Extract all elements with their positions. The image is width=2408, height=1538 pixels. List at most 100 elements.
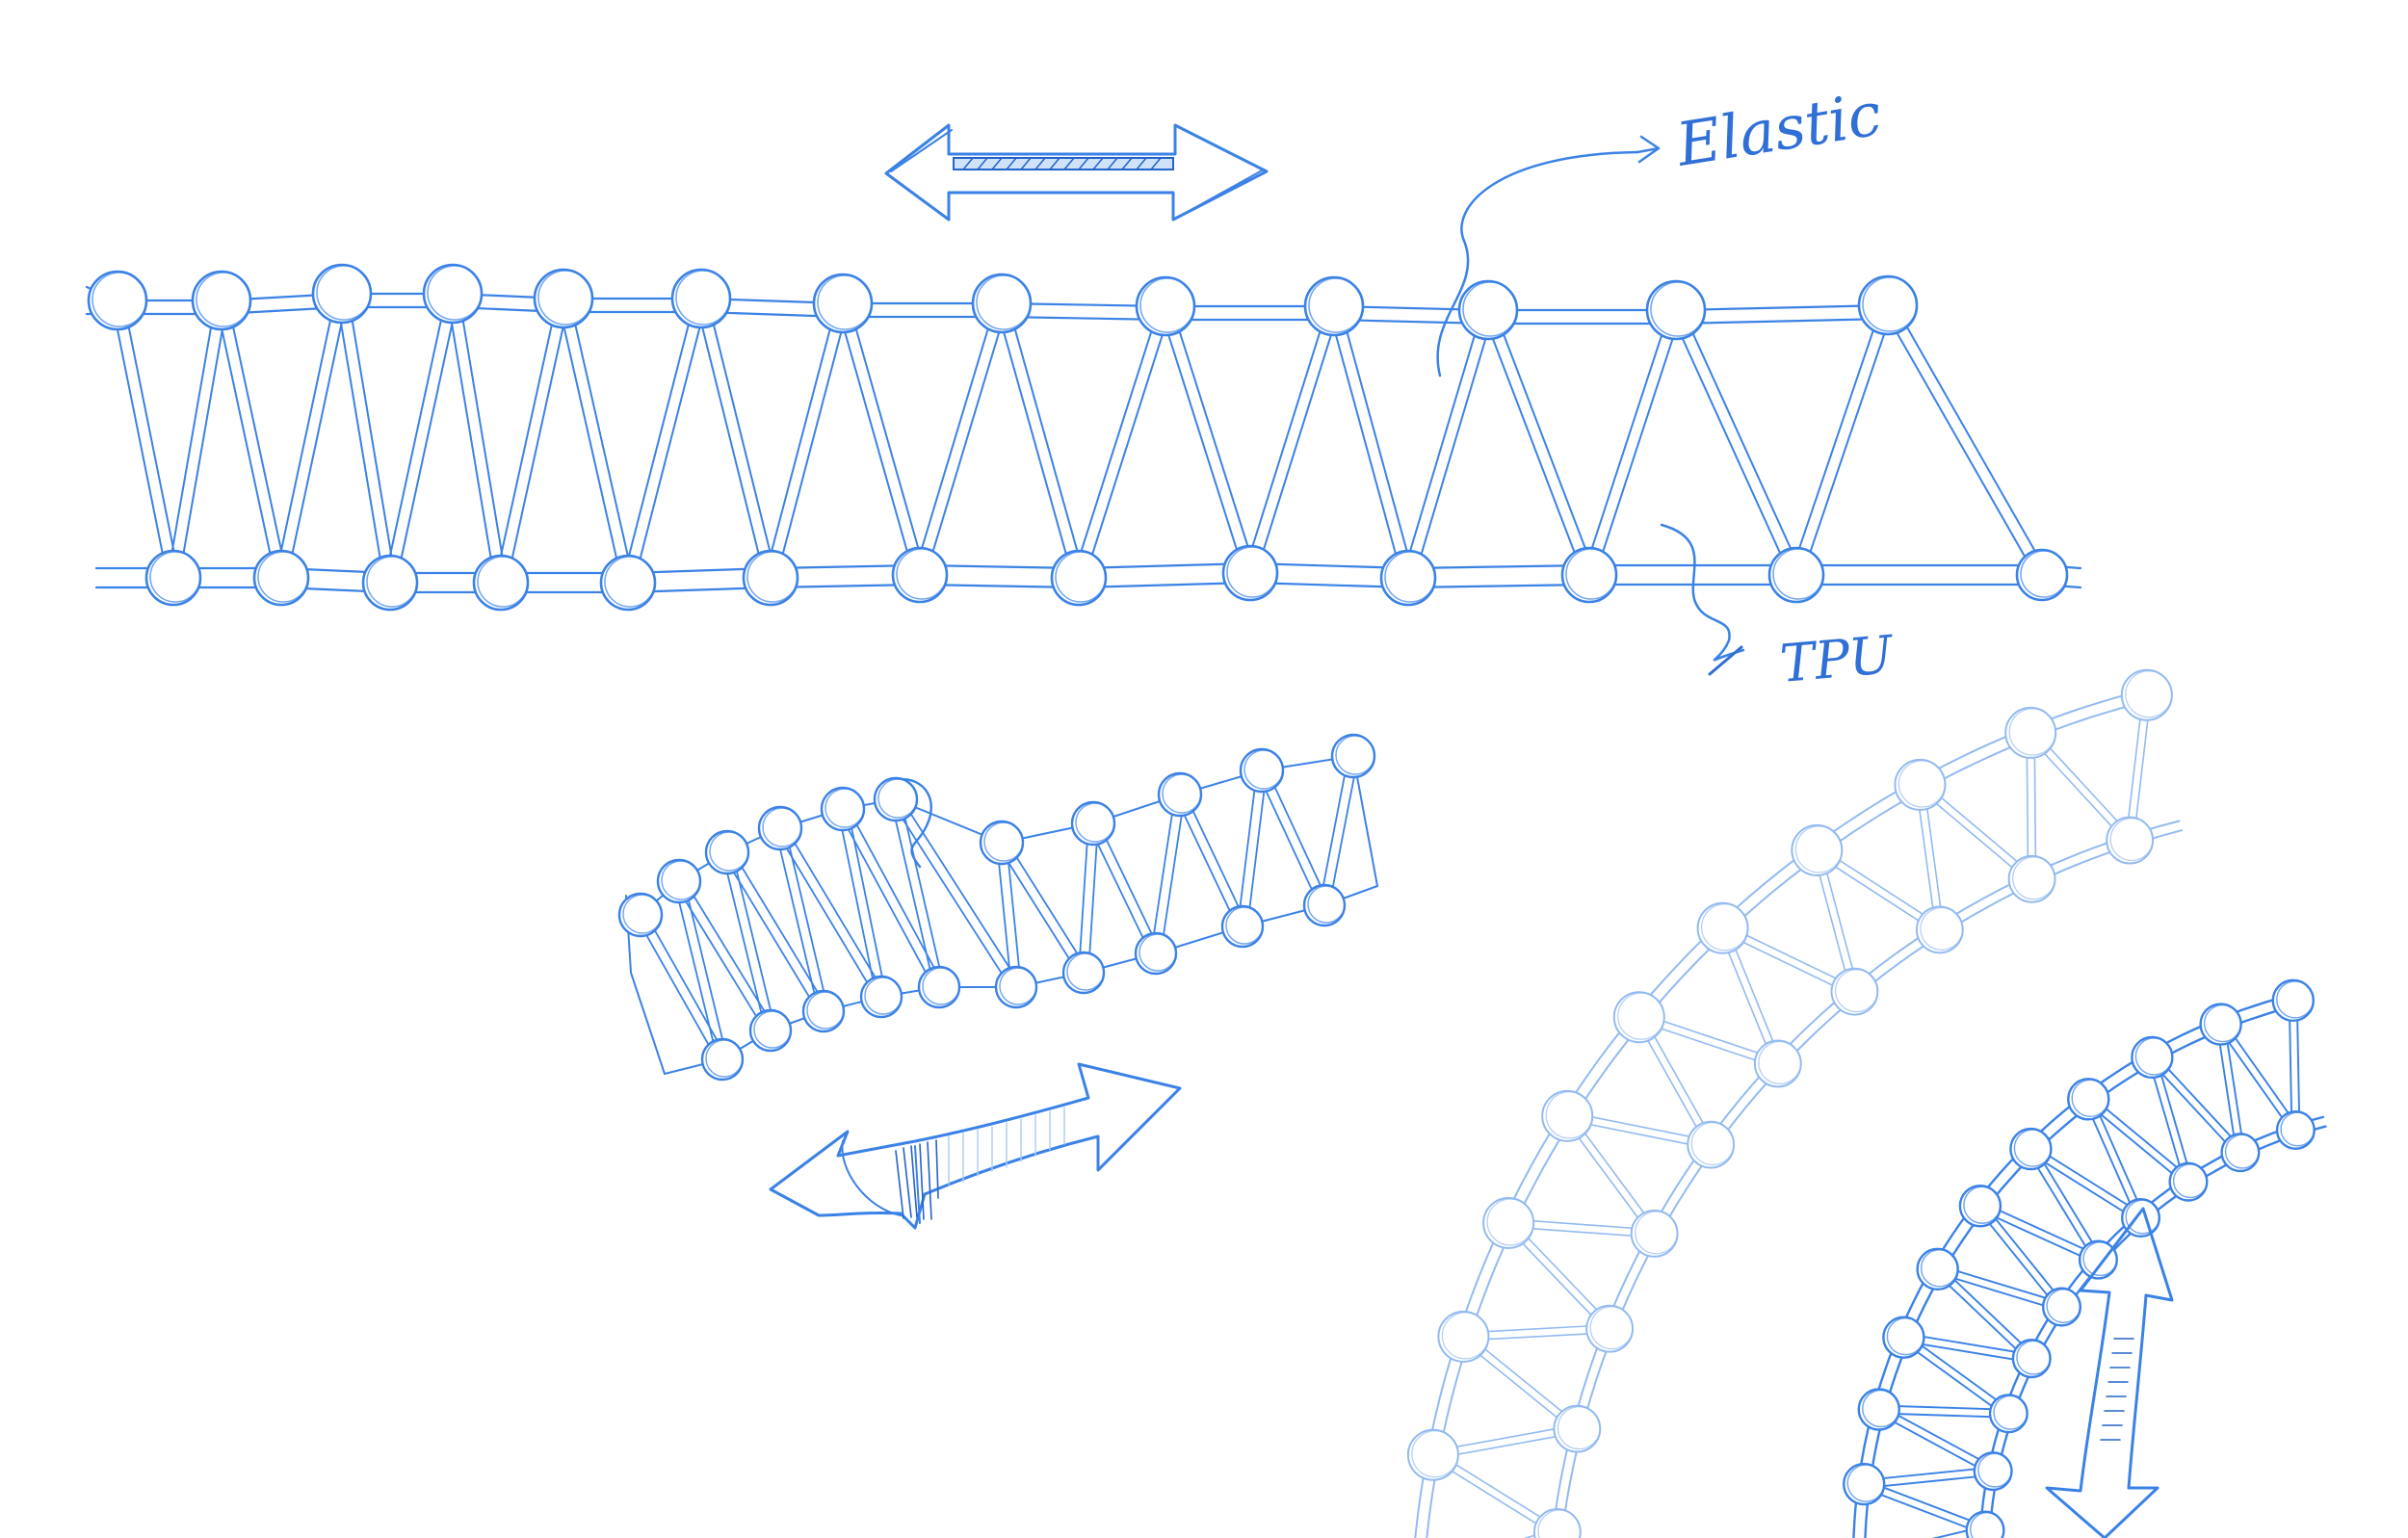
node-circle bbox=[2106, 816, 2155, 865]
strut-line bbox=[275, 291, 338, 578]
node-circle-sketch bbox=[2012, 856, 2056, 900]
node-circle-sketch bbox=[1565, 548, 1617, 600]
strut-line bbox=[721, 852, 768, 1033]
strut-line bbox=[2154, 1054, 2244, 1151]
tpu-label: TPU bbox=[1778, 624, 1897, 694]
twisted-lattice-sketch bbox=[617, 733, 1378, 1082]
node-circle-sketch bbox=[1243, 749, 1284, 790]
strut-line bbox=[1328, 756, 1359, 907]
strut-line bbox=[2083, 1099, 2138, 1221]
node-circle bbox=[2004, 706, 2057, 759]
strut-line bbox=[505, 299, 570, 586]
node-circle-sketch bbox=[1617, 992, 1665, 1040]
strut-line bbox=[837, 809, 878, 999]
strut-line bbox=[457, 292, 508, 584]
bend-arrow-icon bbox=[2045, 1207, 2174, 1538]
node-circle-sketch bbox=[2125, 1199, 2160, 1235]
node-circle-sketch bbox=[1862, 1389, 1900, 1428]
arc-faint-nodes bbox=[1406, 668, 2173, 1538]
node-circle-sketch bbox=[762, 807, 802, 847]
strut-line bbox=[1083, 306, 1172, 581]
node-circle-sketch bbox=[1690, 1122, 1735, 1166]
twist-struts bbox=[635, 754, 1359, 1063]
strut-line bbox=[1982, 1202, 2066, 1306]
strut-line bbox=[1877, 1404, 2010, 1411]
node-circle-sketch bbox=[1225, 906, 1264, 945]
node-circle-sketch bbox=[1920, 1249, 1959, 1288]
node-circle-sketch bbox=[1846, 1464, 1885, 1502]
node-circle bbox=[1915, 905, 1964, 954]
node-circle-sketch bbox=[1462, 281, 1518, 337]
node-circle-sketch bbox=[1701, 903, 1749, 951]
node-circle-sketch bbox=[196, 272, 251, 327]
strut-line bbox=[2147, 1057, 2186, 1185]
tpu-callout: TPU bbox=[1660, 523, 1897, 694]
node-circle-sketch bbox=[1335, 735, 1375, 775]
strut-line bbox=[1265, 767, 1330, 904]
strut-line bbox=[1072, 303, 1162, 578]
strut-line bbox=[1931, 1525, 1986, 1538]
node-circle bbox=[2120, 668, 2173, 721]
strut-line bbox=[764, 300, 839, 578]
arc-nodes bbox=[1843, 978, 2316, 1538]
strut-line bbox=[1881, 306, 2038, 579]
strut-line bbox=[899, 795, 1022, 986]
node-circle-sketch bbox=[1537, 1509, 1582, 1538]
node-circle bbox=[1437, 1310, 1490, 1363]
strut-line bbox=[2090, 1096, 2146, 1217]
strut-line bbox=[899, 796, 945, 987]
node-circle-sketch bbox=[316, 265, 372, 321]
strut-line bbox=[1892, 301, 2049, 574]
strut-line bbox=[621, 296, 697, 583]
strut-line bbox=[1174, 795, 1240, 930]
node-circle-sketch bbox=[983, 821, 1024, 862]
strut-line bbox=[1523, 1527, 1557, 1538]
strut-line bbox=[1900, 1339, 2007, 1418]
strut-line bbox=[383, 291, 449, 583]
strut-line bbox=[2216, 1025, 2294, 1134]
twist-arrow-icon bbox=[769, 1062, 1182, 1230]
strut-line bbox=[995, 303, 1075, 581]
node-circle-sketch bbox=[1486, 1198, 1534, 1246]
strut-line bbox=[846, 805, 945, 986]
node-circle-sketch bbox=[1384, 551, 1436, 603]
node-circle-sketch bbox=[1308, 277, 1364, 333]
strut-line bbox=[1977, 1208, 2098, 1264]
node-circle-sketch bbox=[2016, 1340, 2052, 1375]
strut-line bbox=[1319, 754, 1349, 905]
node-circle-sketch bbox=[366, 556, 418, 608]
strut-line bbox=[1237, 769, 1258, 927]
arc-faint-rails bbox=[1414, 688, 2183, 1538]
strut-line bbox=[1254, 306, 1341, 576]
node-circle-sketch bbox=[2203, 1004, 2242, 1043]
strut-line bbox=[1879, 1405, 1997, 1470]
strut-line bbox=[557, 299, 624, 586]
strut-line bbox=[111, 300, 170, 581]
node-circle-sketch bbox=[1589, 1306, 1634, 1350]
strut-line bbox=[1006, 300, 1086, 578]
strut-line bbox=[1980, 1201, 2102, 1258]
strut-line bbox=[1937, 1264, 2064, 1305]
strut-line bbox=[1680, 306, 1803, 574]
strut-line bbox=[1412, 310, 1495, 581]
strut-line bbox=[673, 881, 720, 1062]
strut-line bbox=[2223, 1022, 2245, 1153]
node-circle-sketch bbox=[1162, 773, 1202, 814]
strut-line bbox=[2222, 1021, 2300, 1130]
strut-line bbox=[1481, 311, 1585, 579]
strut-line bbox=[1976, 1207, 2060, 1311]
strut-line bbox=[924, 303, 1008, 578]
node-circle-sketch bbox=[1993, 1395, 2028, 1430]
strut-line bbox=[1087, 824, 1153, 957]
strut-line bbox=[1861, 1486, 1985, 1535]
arc-struts bbox=[1861, 999, 2301, 1538]
strut-line bbox=[1862, 1466, 1994, 1482]
strut-line bbox=[1087, 822, 1099, 975]
strut-line bbox=[890, 800, 1013, 991]
strut-line bbox=[774, 828, 821, 1014]
node-circle bbox=[1965, 1510, 2005, 1538]
node-circle-sketch bbox=[896, 548, 948, 600]
node-circle-sketch bbox=[257, 551, 309, 603]
node-circle bbox=[1612, 991, 1665, 1044]
strut-line bbox=[1903, 1332, 2033, 1356]
